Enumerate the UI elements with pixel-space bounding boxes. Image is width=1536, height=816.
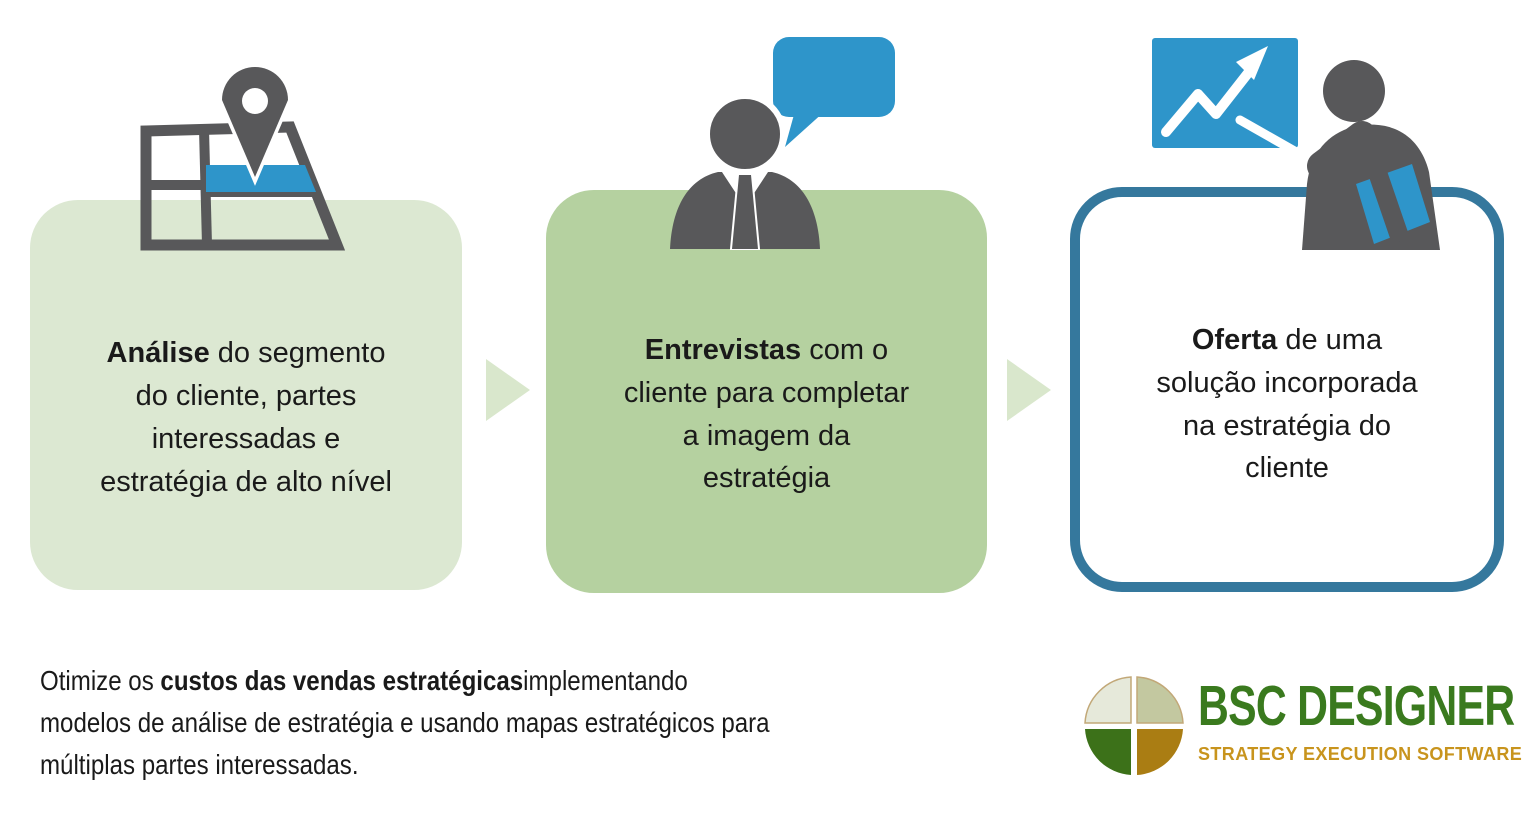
step-text-analysis: Análise do segmento do cliente, partes i… bbox=[100, 332, 392, 504]
person-speech-icon bbox=[670, 37, 895, 250]
step-box-analysis: Análise do segmento do cliente, partes i… bbox=[30, 200, 462, 590]
footer-text: Otimize os custos das vendas estratégica… bbox=[40, 660, 1003, 786]
arrow-right-icon bbox=[1007, 359, 1051, 421]
step-title-analysis: Análise bbox=[106, 337, 210, 370]
arrow-right-icon bbox=[486, 359, 530, 421]
logo-tagline: STRATEGY EXECUTION SOFTWARE bbox=[1198, 744, 1523, 764]
step-box-offer: Oferta de uma solução incorporada na est… bbox=[1070, 187, 1504, 592]
logo-name: BSC DESIGNER bbox=[1198, 674, 1515, 738]
map-pin-icon bbox=[140, 63, 345, 251]
footer-prefix: Otimize os bbox=[40, 665, 161, 696]
footer-highlight: custos das vendas estratégicas bbox=[160, 665, 524, 696]
footer-rest: implementando modelos de análise de estr… bbox=[40, 665, 770, 780]
step-body-analysis: do segmento do cliente, partes interessa… bbox=[100, 337, 392, 498]
logo-words: BSC DESIGNER STRATEGY EXECUTION SOFTWARE bbox=[1198, 674, 1536, 765]
bsc-designer-logo: BSC DESIGNER STRATEGY EXECUTION SOFTWARE bbox=[1082, 674, 1536, 778]
step-title-offer: Oferta bbox=[1191, 323, 1278, 356]
step-text-offer: Oferta de uma solução incorporada na est… bbox=[1156, 319, 1417, 491]
step-title-interviews: Entrevistas bbox=[644, 333, 802, 366]
balanced-scorecard-pie-icon bbox=[1084, 676, 1184, 775]
presenter-chart-icon bbox=[1152, 38, 1440, 250]
step-text-interviews: Entrevistas com o cliente para completar… bbox=[624, 329, 909, 501]
step-box-interviews: Entrevistas com o cliente para completar… bbox=[546, 190, 987, 593]
step-body-interviews: com o cliente para completar a imagem da… bbox=[623, 333, 910, 495]
step-body-offer: de uma solução incorporada na estratégia… bbox=[1156, 323, 1418, 485]
